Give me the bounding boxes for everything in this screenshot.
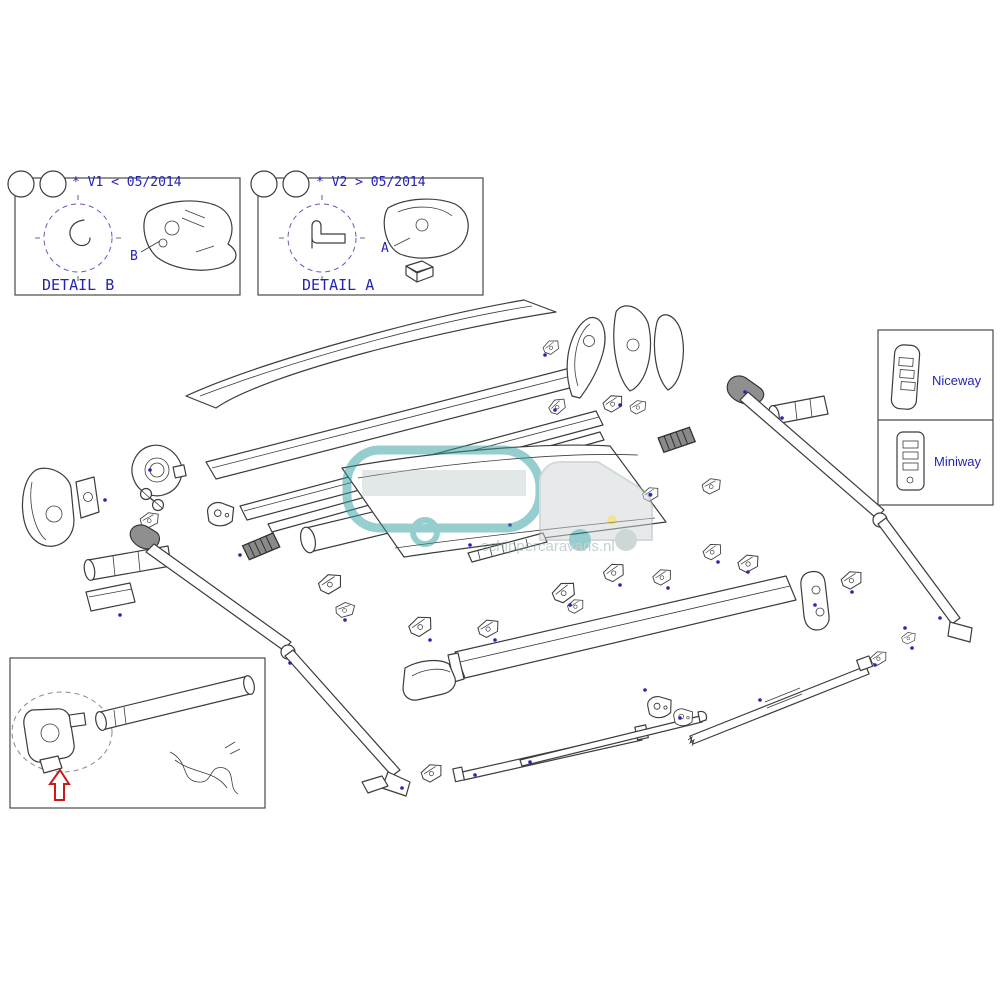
version-label-b: * V1 < 05/2014 [72, 175, 182, 190]
small-box-part-a [405, 260, 434, 283]
part-label-b: B [130, 249, 138, 264]
tension-rafters [452, 655, 874, 783]
watermark-text: schippercaravans.nl [481, 538, 614, 555]
motor-assembly [21, 444, 282, 562]
remote-legend-box: Niceway Miniway [877, 329, 994, 506]
detail-a-title: DETAIL A [302, 276, 374, 294]
wiring-harness [169, 741, 241, 795]
revision-circle [250, 170, 278, 198]
miniway-remote-icon [896, 431, 925, 491]
detail-a-zoom-circle [287, 203, 357, 273]
detail-b-title: DETAIL B [42, 276, 114, 294]
version-label-a: * V2 > 05/2014 [316, 175, 426, 190]
van-wheel-icon [569, 529, 591, 551]
part-label-a: A [381, 241, 389, 256]
detail-box-a: * V2 > 05/2014 A DETAIL A [250, 170, 484, 296]
van-light-icon [607, 515, 617, 525]
detail-box-b: * V1 < 05/2014 B DETAIL B [7, 170, 241, 296]
end-caps [566, 305, 684, 399]
right-spring-arm [726, 375, 973, 643]
motor-detail-box [9, 657, 266, 809]
caravan-logo-body [342, 445, 545, 533]
motor-tube [95, 675, 255, 731]
caravan-logo-window-band [362, 470, 526, 496]
top-cover-panel [185, 299, 557, 409]
watermark: schippercaravans.nl [342, 445, 653, 555]
left-spring-arm [129, 524, 411, 797]
gear-adapter [656, 426, 697, 454]
revision-circle [39, 170, 67, 198]
niceway-remote-icon [890, 344, 921, 410]
bracket-part-a [311, 220, 346, 249]
front-panel [402, 570, 830, 701]
end-cap-part-a [383, 198, 469, 259]
red-arrow-up-icon [48, 768, 71, 801]
hook-part-b [69, 219, 91, 247]
miniway-label: Miniway [934, 454, 981, 469]
van-wheel-icon [615, 529, 637, 551]
end-cap-part-b [143, 200, 237, 271]
revision-circle [7, 170, 35, 198]
caravan-logo-wheel [410, 517, 440, 547]
rack-strip [467, 532, 548, 563]
motor-zoom-ellipse [11, 691, 113, 773]
motor-unit [23, 708, 87, 774]
revision-circle [282, 170, 310, 198]
detail-b-zoom-circle [43, 203, 113, 273]
niceway-label: Niceway [932, 373, 982, 388]
van-silhouette [539, 461, 653, 541]
